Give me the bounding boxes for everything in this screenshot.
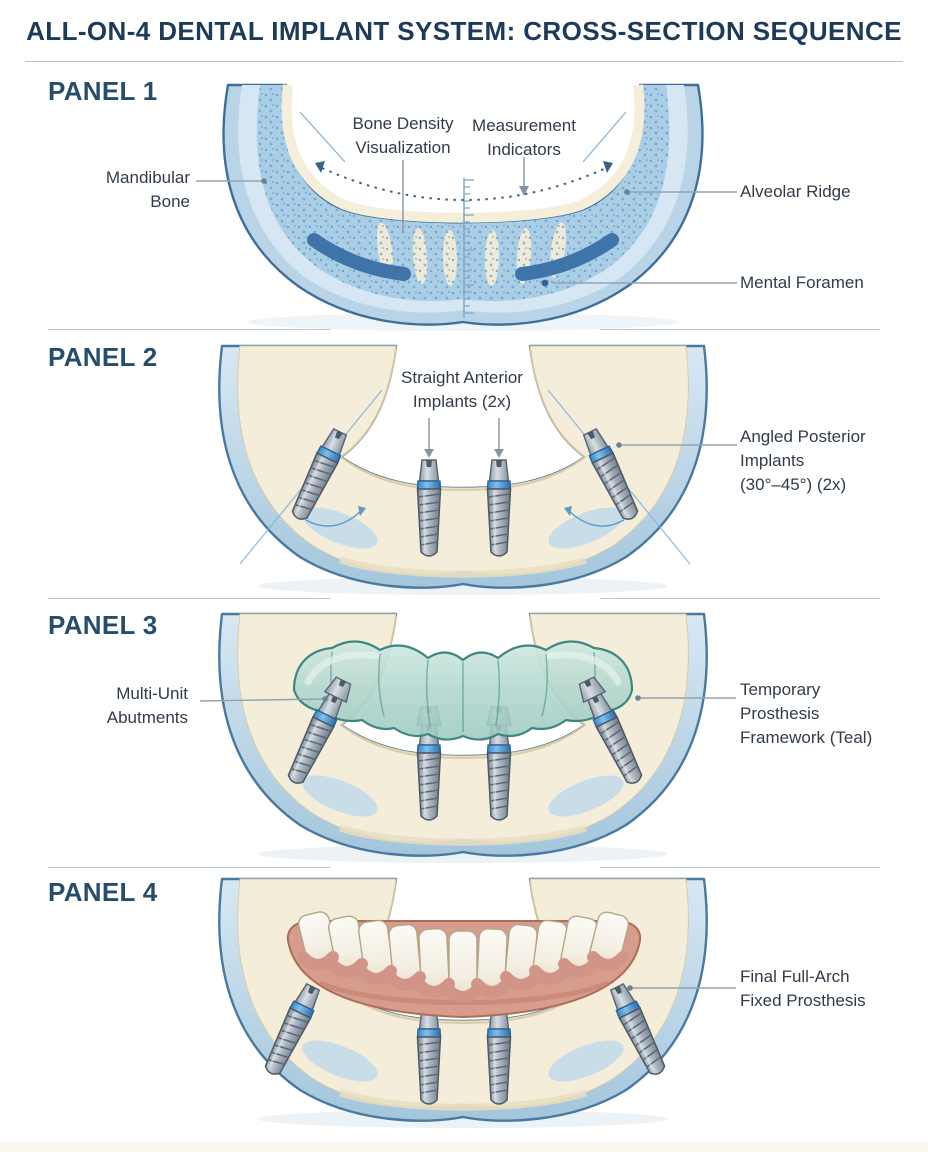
bottom-band (0, 1142, 928, 1152)
divider-2-right (600, 598, 880, 599)
angle-arc-left (305, 509, 363, 527)
panel-3-label: PANEL 3 (48, 610, 158, 640)
alveolar-crest-cream-band (281, 84, 645, 223)
label-mandibular-bone: Mandibular Bone (105, 168, 190, 211)
label-bone-density: Bone Density Visualization (352, 114, 454, 157)
panel-3: PANEL 3 Multi-Unit Abutments Temporary P… (0, 600, 928, 865)
divider-3-right (600, 867, 880, 868)
final-prosthesis (286, 911, 642, 1019)
mandibular-canal-right (515, 233, 619, 281)
label-alveolar-ridge: Alveolar Ridge (740, 182, 851, 201)
label-measurement-indicators: Measurement Indicators (472, 116, 576, 159)
ruler-ticks (464, 179, 474, 314)
panel-2-label: PANEL 2 (48, 342, 158, 372)
panel-4: PANEL 4 Final Full-Arch Fixed Prosthesis (0, 865, 928, 1152)
straight-implant-left (416, 458, 442, 558)
label-final-prosthesis: Final Full-Arch Fixed Prosthesis (740, 967, 866, 1010)
panel-2: PANEL 2 Straight Anterior Implants (2x) … (0, 332, 928, 600)
divider-1-right (600, 329, 880, 330)
arc-pointer-right (582, 111, 627, 163)
straight-implant-left (416, 1006, 442, 1106)
straight-implant-right (486, 1006, 512, 1106)
gum-scallops (297, 951, 629, 1003)
panel-1-illustration (196, 83, 737, 331)
panel-3-illustration (199, 600, 736, 865)
bone-density-stipple (256, 85, 670, 302)
label-mental-foramen: Mental Foramen (740, 273, 864, 292)
leader-multiunit (199, 698, 324, 702)
label-multi-unit-abutments: Multi-Unit Abutments (106, 684, 188, 727)
label-straight-anterior: Straight Anterior Implants (2x) (401, 368, 523, 411)
title-divider (25, 61, 903, 62)
label-temporary-prosthesis: Temporary Prosthesis Framework (Teal) (740, 680, 873, 747)
straight-implant-right (486, 458, 512, 558)
divider-3-left (48, 867, 330, 868)
mental-foramen-dot (541, 279, 549, 287)
arc-pointer-left (299, 111, 346, 163)
divider-2-left (48, 598, 330, 599)
page-title: ALL-ON-4 DENTAL IMPLANT SYSTEM: CROSS-SE… (26, 16, 902, 46)
divider-1-left (48, 329, 330, 330)
panel-4-label: PANEL 4 (48, 877, 158, 907)
label-angled-posterior: Angled Posterior Implants (30°–45°) (2x) (740, 427, 866, 494)
panel-4-illustration (0, 865, 736, 1152)
mandibular-canal-left (307, 233, 411, 281)
panel-2-illustration (0, 332, 737, 600)
angle-arc-right (567, 509, 625, 527)
panel-1-label: PANEL 1 (48, 76, 158, 106)
mandible-bone (219, 614, 706, 863)
panel-1: PANEL 1 Mandibular Bone Bone Density Vis… (0, 70, 928, 332)
